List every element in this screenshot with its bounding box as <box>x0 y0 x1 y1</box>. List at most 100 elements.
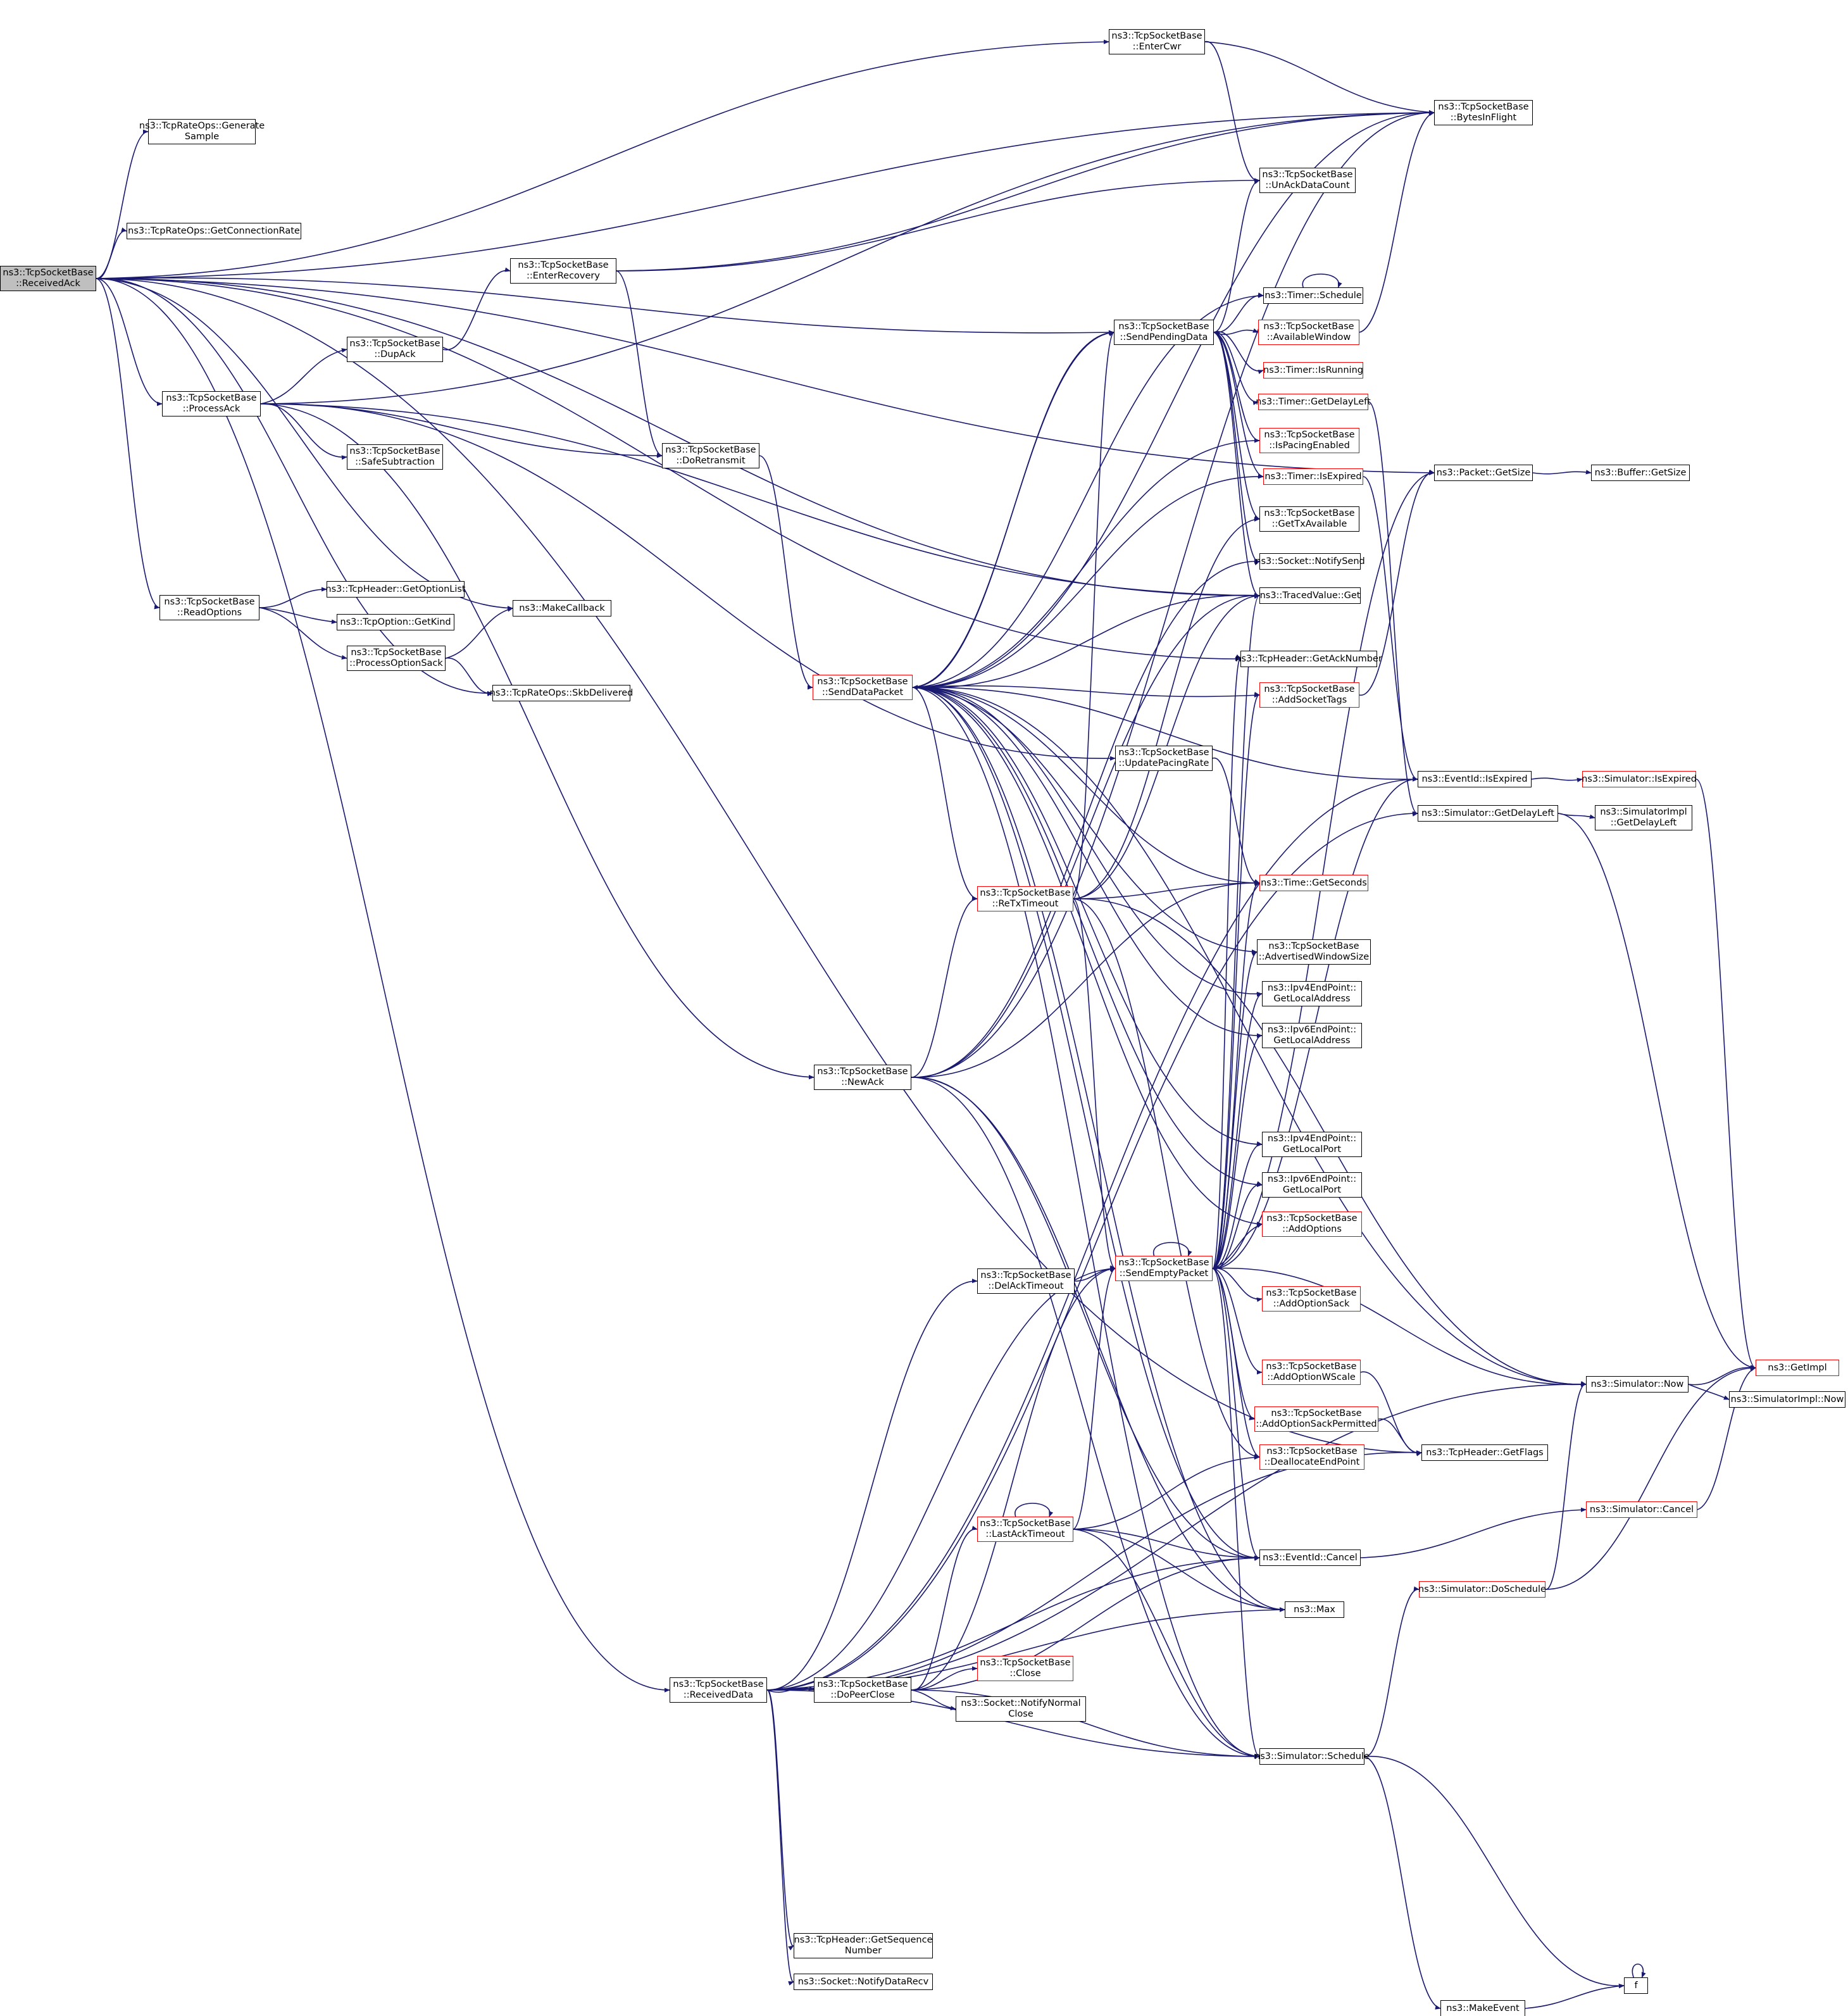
node-do-retransmit[interactable]: ns3::TcpSocketBase::DoRetransmit <box>662 443 759 468</box>
node-max[interactable]: ns3::Max <box>1285 1601 1344 1618</box>
edge-send-pending-data-to-is-pacing-enabled <box>1213 332 1260 443</box>
node-bytes-in-flight[interactable]: ns3::TcpSocketBase::BytesInFlight <box>1434 100 1533 125</box>
node-buffer-get-size[interactable]: ns3::Buffer::GetSize <box>1591 465 1690 481</box>
node-deallocate-end-point[interactable]: ns3::TcpSocketBase::DeallocateEndPoint <box>1259 1444 1364 1470</box>
node-label: ::AddOptionWScale <box>1267 1372 1356 1382</box>
node-skb-delivered[interactable]: ns3::TcpRateOps::SkbDelivered <box>490 685 633 701</box>
node-ipv6-get-local-port[interactable]: ns3::Ipv6EndPoint::GetLocalPort <box>1262 1172 1362 1198</box>
node-add-options[interactable]: ns3::TcpSocketBase::AddOptions <box>1262 1211 1362 1237</box>
node-un-ack-data-count[interactable]: ns3::TcpSocketBase::UnAckDataCount <box>1259 168 1356 193</box>
node-timer-schedule[interactable]: ns3::Timer::Schedule <box>1263 287 1363 304</box>
edge-sim-schedule-to-f <box>1364 1756 1625 1989</box>
node-send-empty-packet[interactable]: ns3::TcpSocketBase::SendEmptyPacket <box>1115 1256 1213 1281</box>
node-available-window[interactable]: ns3::TcpSocketBase::AvailableWindow <box>1258 320 1359 345</box>
node-enter-cwr[interactable]: ns3::TcpSocketBase::EnterCwr <box>1109 29 1205 54</box>
node-label: ns3::TcpSocketBase <box>3 268 94 278</box>
node-label: ns3::SimulatorImpl::Now <box>1730 1394 1844 1405</box>
node-get-impl[interactable]: ns3::GetImpl <box>1756 1360 1839 1376</box>
node-impl-now[interactable]: ns3::SimulatorImpl::Now <box>1729 1391 1845 1408</box>
node-label: ns3::TcpHeader::GetFlags <box>1426 1447 1544 1458</box>
node-label: ns3::Timer::GetDelayLeft <box>1256 396 1371 407</box>
node-make-event[interactable]: ns3::MakeEvent <box>1440 2000 1525 2016</box>
node-safe-subtraction[interactable]: ns3::TcpSocketBase::SafeSubtraction <box>347 444 443 470</box>
node-packet-get-size[interactable]: ns3::Packet::GetSize <box>1434 465 1533 481</box>
node-new-ack[interactable]: ns3::TcpSocketBase::NewAck <box>814 1065 911 1090</box>
edge-send-empty-packet-to-deallocate-end-point <box>1212 1268 1260 1458</box>
node-ipv6-get-local-address[interactable]: ns3::Ipv6EndPoint::GetLocalAddress <box>1262 1023 1362 1048</box>
node-sim-cancel[interactable]: ns3::Simulator::Cancel <box>1586 1501 1697 1518</box>
node-label: ::AvailableWindow <box>1266 332 1351 342</box>
node-timer-is-running[interactable]: ns3::Timer::IsRunning <box>1263 362 1363 379</box>
node-read-options[interactable]: ns3::TcpSocketBase::ReadOptions <box>159 595 259 620</box>
node-timer-get-delay-left[interactable]: ns3::Timer::GetDelayLeft <box>1256 394 1371 410</box>
node-get-flags[interactable]: ns3::TcpHeader::GetFlags <box>1421 1444 1548 1461</box>
node-retx-timeout[interactable]: ns3::TcpSocketBase::ReTxTimeout <box>977 886 1073 911</box>
node-sim-do-schedule[interactable]: ns3::Simulator::DoSchedule <box>1418 1581 1546 1598</box>
node-notify-send[interactable]: ns3::Socket::NotifySend <box>1255 553 1365 570</box>
node-last-ack-timeout[interactable]: ns3::TcpSocketBase::LastAckTimeout <box>977 1517 1073 1542</box>
node-tcp-option-get-kind[interactable]: ns3::TcpOption::GetKind <box>337 614 454 630</box>
edge-new-ack-to-notify-send <box>911 559 1260 1078</box>
edge-send-pending-data-to-timer-is-expired <box>1213 332 1264 479</box>
node-del-ack-timeout[interactable]: ns3::TcpSocketBase::DelAckTimeout <box>977 1268 1075 1294</box>
edge-received-ack-to-read-options <box>96 278 160 610</box>
node-notify-data-recv[interactable]: ns3::Socket::NotifyDataRecv <box>794 1974 933 1990</box>
edge-received-ack-to-traced-value-get <box>96 278 1260 598</box>
node-label: ns3::Socket::NotifyNormal <box>961 1698 1081 1708</box>
node-make-callback[interactable]: ns3::MakeCallback <box>513 600 611 617</box>
node-event-is-expired[interactable]: ns3::EventId::IsExpired <box>1418 771 1532 787</box>
node-label: ns3::MakeCallback <box>519 603 605 613</box>
node-received-data[interactable]: ns3::TcpSocketBase::ReceivedData <box>670 1677 767 1703</box>
node-timer-is-expired[interactable]: ns3::Timer::IsExpired <box>1263 468 1363 485</box>
node-get-connection-rate[interactable]: ns3::TcpRateOps::GetConnectionRate <box>127 223 301 239</box>
node-add-option-wscale[interactable]: ns3::TcpSocketBase::AddOptionWScale <box>1262 1360 1361 1385</box>
edge-send-pending-data-to-notify-send <box>1213 332 1260 566</box>
node-sim-schedule[interactable]: ns3::Simulator::Schedule <box>1254 1748 1370 1765</box>
node-label: ::Close <box>1009 1669 1041 1679</box>
node-label: ns3::TcpSocketBase <box>166 393 257 403</box>
node-label: ns3::EventId::IsExpired <box>1421 773 1528 784</box>
node-send-data-packet[interactable]: ns3::TcpSocketBase::SendDataPacket <box>813 675 913 700</box>
edge-send-data-packet-to-add-options <box>912 687 1263 1227</box>
edge-do-peer-close-to-send-empty-packet <box>911 1267 1116 1691</box>
node-ipv4-get-local-port[interactable]: ns3::Ipv4EndPoint::GetLocalPort <box>1262 1132 1362 1157</box>
node-time-get-seconds[interactable]: ns3::Time::GetSeconds <box>1259 875 1368 891</box>
node-send-pending-data[interactable]: ns3::TcpSocketBase::SendPendingData <box>1114 320 1214 345</box>
node-sim-get-delay-left[interactable]: ns3::Simulator::GetDelayLeft <box>1418 805 1558 822</box>
node-process-ack[interactable]: ns3::TcpSocketBase::ProcessAck <box>162 391 261 416</box>
node-ipv4-get-local-address[interactable]: ns3::Ipv4EndPoint::GetLocalAddress <box>1262 981 1362 1006</box>
node-sim-is-expired[interactable]: ns3::Simulator::IsExpired <box>1582 771 1697 787</box>
node-get-tx-available[interactable]: ns3::TcpSocketBase::GetTxAvailable <box>1259 506 1359 532</box>
node-label: ns3::TcpSocketBase <box>1266 1213 1358 1224</box>
node-add-option-sack-permitted[interactable]: ns3::TcpSocketBase::AddOptionSackPermitt… <box>1254 1406 1378 1432</box>
node-update-pacing-rate[interactable]: ns3::TcpSocketBase::UpdatePacingRate <box>1115 746 1213 771</box>
edge-received-ack-to-make-callback <box>96 278 513 611</box>
node-add-option-sack[interactable]: ns3::TcpSocketBase::AddOptionSack <box>1262 1286 1361 1312</box>
node-f[interactable]: f <box>1624 1977 1648 1994</box>
node-tcp-close[interactable]: ns3::TcpSocketBase::Close <box>977 1656 1073 1681</box>
node-label: ns3::TcpRateOps::GetConnectionRate <box>128 225 300 236</box>
edge-make-event-to-f <box>1525 1984 1625 2009</box>
node-advertised-window-size[interactable]: ns3::TcpSocketBase::AdvertisedWindowSize <box>1257 939 1371 965</box>
node-sim-now[interactable]: ns3::Simulator::Now <box>1586 1376 1689 1393</box>
node-get-option-list[interactable]: ns3::TcpHeader::GetOptionList <box>325 581 466 598</box>
edge-received-ack-to-get-connection-rate <box>96 227 127 279</box>
node-label: ns3::Simulator::Cancel <box>1589 1504 1694 1515</box>
node-event-cancel[interactable]: ns3::EventId::Cancel <box>1259 1550 1361 1566</box>
node-dup-ack[interactable]: ns3::TcpSocketBase::DupAck <box>347 337 443 362</box>
node-label: ns3::TcpSocketBase <box>1266 1288 1357 1298</box>
node-get-ack-number[interactable]: ns3::TcpHeader::GetAckNumber <box>1235 651 1382 667</box>
node-do-peer-close[interactable]: ns3::TcpSocketBase::DoPeerClose <box>814 1677 911 1703</box>
node-enter-recovery[interactable]: ns3::TcpSocketBase::EnterRecovery <box>510 258 616 284</box>
node-is-pacing-enabled[interactable]: ns3::TcpSocketBase::IsPacingEnabled <box>1259 428 1359 453</box>
edge-send-data-packet-to-add-socket-tags <box>912 685 1260 698</box>
node-label: ns3::TracedValue::Get <box>1259 590 1361 601</box>
node-process-option-sack[interactable]: ns3::TcpSocketBase::ProcessOptionSack <box>347 646 446 671</box>
edge-send-pending-data-to-un-ack-data-count <box>1213 178 1260 333</box>
node-add-socket-tags[interactable]: ns3::TcpSocketBase::AddSocketTags <box>1259 682 1359 708</box>
node-traced-value-get[interactable]: ns3::TracedValue::Get <box>1259 587 1361 604</box>
node-impl-get-delay-left[interactable]: ns3::SimulatorImpl::GetDelayLeft <box>1595 805 1692 830</box>
